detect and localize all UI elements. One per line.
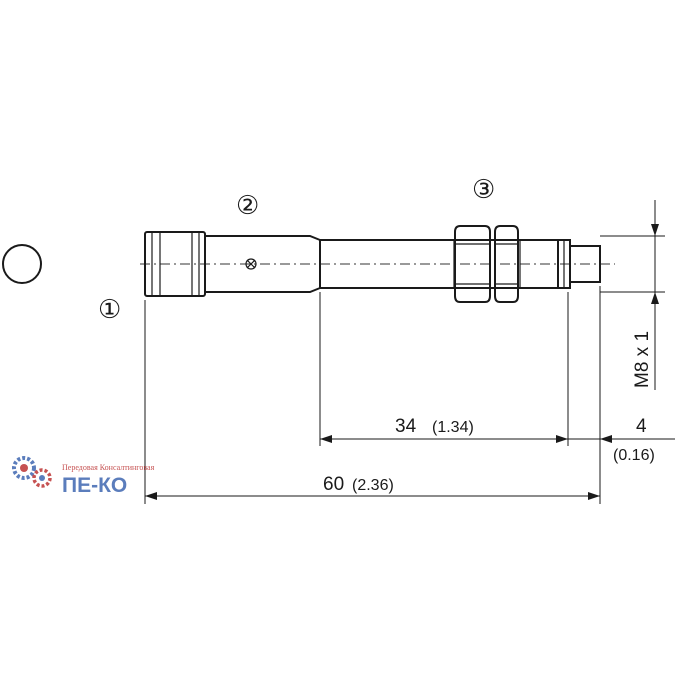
- dim-34-inch: (1.34): [432, 419, 474, 436]
- thread-dim-line: [651, 200, 659, 390]
- lock-nuts: [454, 225, 519, 303]
- dim-4-line: [568, 435, 675, 443]
- dim-60-value: 60: [323, 474, 344, 495]
- watermark-name: ПЕ-КО: [62, 474, 127, 497]
- callout-3: ③: [472, 175, 495, 205]
- thread-size-label: M8 x 1: [632, 331, 653, 388]
- watermark-logo: Передовая Консалтинговая ПЕ-КО: [12, 456, 155, 497]
- dim-60-line: [145, 492, 600, 500]
- dim-60-inch: (2.36): [352, 477, 394, 494]
- dim-34-value: 34: [395, 416, 417, 437]
- gear-icon: [12, 456, 52, 488]
- led-indicator: [245, 258, 257, 270]
- front-view-circle: [2, 244, 42, 284]
- watermark-tagline: Передовая Консалтинговая: [62, 463, 155, 472]
- dim-4-inch: (0.16): [613, 447, 655, 464]
- dim-4-value: 4: [636, 416, 647, 437]
- dim-34-line: [320, 435, 568, 443]
- callout-1: ①: [98, 295, 121, 325]
- sensing-end: [557, 239, 601, 289]
- connector-part: [144, 231, 206, 297]
- callout-2: ②: [236, 191, 259, 221]
